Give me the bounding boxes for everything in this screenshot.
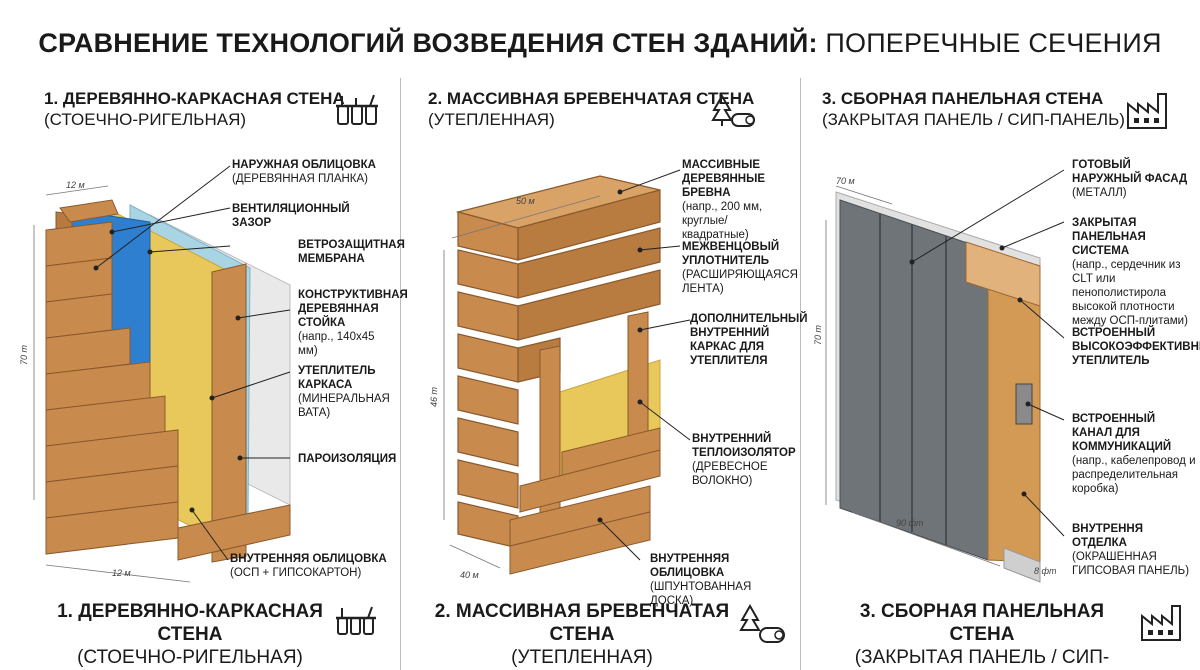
page-title: СРАВНЕНИЕ ТЕХНОЛОГИЙ ВОЗВЕДЕНИЯ СТЕН ЗДА… <box>0 28 1200 59</box>
label-title: ВНУТРЕННЯЯ ОБЛИЦОВКА <box>650 553 730 579</box>
label-log-seal: МЕЖВЕНЦОВЫЙ УПЛОТНИТЕЛЬ (РАСШИРЯЮЩАЯСЯ Л… <box>682 240 798 296</box>
label-title: ГОТОВЫЙ НАРУЖНЫЙ ФАСАД <box>1072 159 1188 185</box>
label-note: (РАСШИРЯЮЩАЯСЯ ЛЕНТА) <box>682 269 798 295</box>
heading-title: 1. ДЕРЕВЯННО-КАРКАСНАЯ СТЕНА <box>44 89 345 108</box>
service-channel <box>1015 383 1033 425</box>
footer-subtitle: (ЗАКРЫТАЯ ПАНЕЛЬ / СИП-ПАНЕЛЬ) <box>854 647 1110 668</box>
label-title: МАССИВНЫЕ ДЕРЕВЯННЫЕ БРЕВНА <box>682 159 766 199</box>
label-inner-finish: ВНУТРЕННЯ ОТДЕЛКА (ОКРАШЕННАЯ ГИПСОВАЯ П… <box>1072 522 1198 578</box>
leader-dots <box>93 189 1031 523</box>
label-note: (МИНЕРАЛЬНАЯ ВАТА) <box>298 393 390 419</box>
column-1-heading: 1. ДЕРЕВЯННО-КАРКАСНАЯ СТЕНА (СТОЕЧНО-РИ… <box>44 88 345 130</box>
label-title: ВЕТРОЗАЩИТНАЯ МЕМБРАНА <box>298 239 405 265</box>
label-note: (ДЕРЕВЯННАЯ ПЛАНКА) <box>232 173 368 185</box>
label-extra-frame: ДОПОЛНИТЕЛЬНЫЙ ВНУТРЕННИЙ КАРКАС ДЛЯ УТЕ… <box>690 312 808 368</box>
title-light: ПОПЕРЕЧНЫЕ СЕЧЕНИЯ <box>817 28 1162 58</box>
label-ventilation-gap: ВЕНТИЛЯЦИОННЫЙ ЗАЗОР <box>232 202 392 230</box>
label-note: (ОСП + ГИПСОКАРТОН) <box>230 567 362 579</box>
label-title: УТЕПЛИТЕЛЬ КАРКАСА <box>298 365 376 391</box>
dim-top: 70 м <box>836 176 855 186</box>
dim-depth: 8 фт <box>1034 566 1057 576</box>
column-1-footer: 1. ДЕРЕВЯННО-КАРКАСНАЯ СТЕНА (СТОЕЧНО-РИ… <box>40 600 340 669</box>
label-title: ДОПОЛНИТЕЛЬНЫЙ ВНУТРЕННИЙ КАРКАС ДЛЯ УТЕ… <box>690 313 808 367</box>
dim-side: 46 т <box>429 386 440 408</box>
tool-belt-icon <box>336 606 376 635</box>
label-closed-panel-system: ЗАКРЫТАЯ ПАНЕЛЬНАЯ СИСТЕМА (напр., серде… <box>1072 216 1198 328</box>
label-inner-lining: ВНУТРЕННЯЯ ОБЛИЦОВКА (ОСП + ГИПСОКАРТОН) <box>230 552 396 580</box>
label-solid-logs: МАССИВНЫЕ ДЕРЕВЯННЫЕ БРЕВНА (напр., 200 … <box>682 158 794 242</box>
label-title: ВСТРОЕННЫЙ КАНАЛ ДЛЯ КОММУНИКАЦИЙ <box>1072 413 1172 453</box>
osb-top <box>965 241 1041 307</box>
label-note: (МЕТАЛЛ) <box>1072 187 1127 199</box>
column-2-heading: 2. МАССИВНАЯ БРЕВЕНЧАТАЯ СТЕНА (УТЕПЛЕНН… <box>428 88 754 130</box>
label-note: (ОКРАШЕННАЯ ГИПСОВАЯ ПАНЕЛЬ) <box>1072 551 1190 577</box>
label-title: НАРУЖНАЯ ОБЛИЦОВКА <box>232 159 376 171</box>
tool-belt-icon <box>336 94 378 125</box>
label-note: (ДРЕВЕСНОЕ ВОЛОКНО) <box>692 461 768 487</box>
column-divider <box>400 78 401 670</box>
factory-icon <box>1141 605 1181 641</box>
inner-boards <box>509 427 661 575</box>
label-note: (напр., сердечник из CLT или пенополисти… <box>1072 259 1188 327</box>
footer-title: 3. СБОРНАЯ ПАНЕЛЬНАЯ СТЕНА <box>859 601 1105 645</box>
leader-lines <box>95 165 1065 561</box>
label-service-channel: ВСТРОЕННЫЙ КАНАЛ ДЛЯ КОММУНИКАЦИЙ (напр.… <box>1072 412 1198 496</box>
dim-bottom: 40 м <box>460 570 479 580</box>
label-note: (напр., кабелепровод и распределительная… <box>1072 455 1196 495</box>
label-title: КОНСТРУКТИВНАЯ ДЕРЕВЯННАЯ СТОЙКА <box>298 289 408 329</box>
label-vapor-barrier: ПАРОИЗОЛЯЦИЯ <box>298 452 397 466</box>
heading-subtitle: (УТЕПЛЕННАЯ) <box>428 110 555 129</box>
footer-title: 1. ДЕРЕВЯННО-КАРКАСНАЯ СТЕНА <box>57 601 323 645</box>
footer-subtitle: (УТЕПЛЕННАЯ) <box>511 647 653 668</box>
label-structural-stud: КОНСТРУКТИВНАЯ ДЕРЕВЯННАЯ СТОЙКА (напр.,… <box>298 288 408 358</box>
title-bold: СРАВНЕНИЕ ТЕХНОЛОГИЙ ВОЗВЕДЕНИЯ СТЕН ЗДА… <box>38 28 818 58</box>
column-2-footer: 2. МАССИВНАЯ БРЕВЕНЧАТАЯ СТЕНА (УТЕПЛЕНН… <box>432 600 732 669</box>
log-stack <box>455 175 661 549</box>
label-title: ПАРОИЗОЛЯЦИЯ <box>298 453 397 465</box>
dim-top: 50 м <box>516 196 535 206</box>
heading-title: 3. СБОРНАЯ ПАНЕЛЬНАЯ СТЕНА <box>822 89 1104 108</box>
heading-subtitle: (ЗАКРЫТАЯ ПАНЕЛЬ / СИП-ПАНЕЛЬ) <box>822 110 1125 129</box>
cladding-boards <box>45 199 179 555</box>
label-title: ВНУТРЕННЯ ОТДЕЛКА <box>1072 523 1144 549</box>
label-metal-facade: ГОТОВЫЙ НАРУЖНЫЙ ФАСАД (МЕТАЛЛ) <box>1072 158 1198 200</box>
label-frame-insulation: УТЕПЛИТЕЛЬ КАРКАСА (МИНЕРАЛЬНАЯ ВАТА) <box>298 364 394 420</box>
dim-top: 12 м <box>66 180 85 190</box>
label-title: ВНУТРЕННИЙ ТЕПЛОИЗОЛЯТОР <box>692 433 796 459</box>
dim-side: 70 т <box>19 344 30 366</box>
tree-log-icon <box>739 604 785 643</box>
tree-log-icon <box>711 93 755 127</box>
label-inner-insulator: ВНУТРЕННИЙ ТЕПЛОИЗОЛЯТОР (ДРЕВЕСНОЕ ВОЛО… <box>692 432 796 488</box>
footer-title: 2. МАССИВНАЯ БРЕВЕНЧАТАЯ СТЕНА <box>434 601 730 645</box>
facade-ribs <box>879 214 947 545</box>
inner-finish <box>1003 547 1041 583</box>
heading-title: 2. МАССИВНАЯ БРЕВЕНЧАТАЯ СТЕНА <box>428 89 755 108</box>
label-builtin-insulation: ВСТРОЕННЫЙ ВЫСОКОЭФФЕКТИВНЫЙ УТЕПЛИТЕЛЬ <box>1072 326 1200 368</box>
column-3-footer: 3. СБОРНАЯ ПАНЕЛЬНАЯ СТЕНА (ЗАКРЫТАЯ ПАН… <box>832 600 1132 670</box>
label-title: ВНУТРЕННЯЯ ОБЛИЦОВКА <box>230 553 387 565</box>
label-title: МЕЖВЕНЦОВЫЙ УПЛОТНИТЕЛЬ <box>682 241 780 267</box>
dim-bottom: 12 м <box>112 568 131 578</box>
label-title: ЗАКРЫТАЯ ПАНЕЛЬНАЯ СИСТЕМА <box>1072 217 1146 257</box>
label-note: (ШПУНТОВАННАЯ ДОСКА) <box>650 581 752 607</box>
dim-bottom: 90 фт <box>896 518 924 528</box>
label-note: (напр., 140х45 мм) <box>298 331 375 357</box>
label-inner-boards: ВНУТРЕННЯЯ ОБЛИЦОВКА (ШПУНТОВАННАЯ ДОСКА… <box>650 552 796 608</box>
bottom-plate <box>177 504 291 561</box>
label-title: ВСТРОЕННЫЙ ВЫСОКОЭФФЕКТИВНЫЙ УТЕПЛИТЕЛЬ <box>1072 327 1200 367</box>
label-note: (напр., 200 мм, круглые/квадратные) <box>682 201 763 241</box>
column-3-heading: 3. СБОРНАЯ ПАНЕЛЬНАЯ СТЕНА (ЗАКРЫТАЯ ПАН… <box>822 88 1125 130</box>
stud-post <box>211 263 247 563</box>
factory-icon <box>1127 93 1167 129</box>
label-cladding: НАРУЖНАЯ ОБЛИЦОВКА (ДЕРЕВЯННАЯ ПЛАНКА) <box>232 158 392 186</box>
footer-subtitle: (СТОЕЧНО-РИГЕЛЬНАЯ) <box>77 647 303 668</box>
column-divider <box>800 78 801 670</box>
heading-subtitle: (СТОЕЧНО-РИГЕЛЬНАЯ) <box>44 110 247 129</box>
label-title: ВЕНТИЛЯЦИОННЫЙ ЗАЗОР <box>232 203 350 229</box>
dim-side: 70 т <box>813 324 824 346</box>
label-windproof-membrane: ВЕТРОЗАЩИТНАЯ МЕМБРАНА <box>298 238 405 266</box>
